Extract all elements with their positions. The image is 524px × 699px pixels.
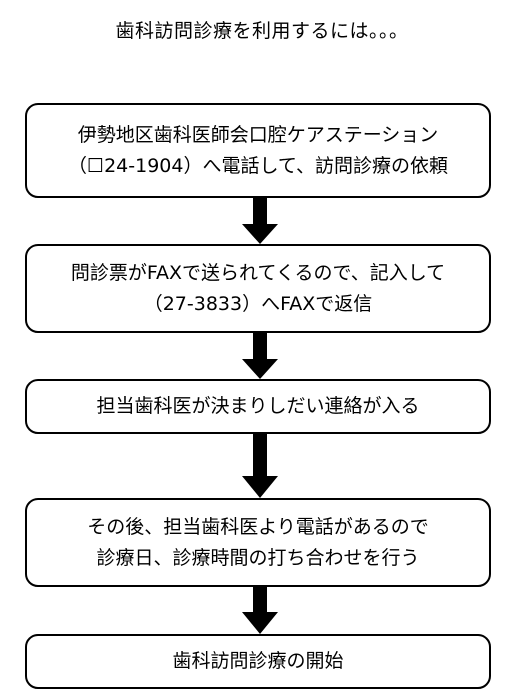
flow-step-dentist-assigned: 担当歯科医が決まりしだい連絡が入る [25,379,491,434]
down-arrow-icon [242,434,278,498]
step-text-line: その後、担当歯科医より電話があるので [87,515,429,538]
flow-step-schedule-appointment: その後、担当歯科医より電話があるので 診療日、診療時間の打ち合わせを行う [25,498,491,587]
down-arrow-icon [242,333,278,379]
step-text-line: （☐24‐1904）へ電話して、訪問診療の依頼 [68,154,448,177]
flow-step-start-visit: 歯科訪問診療の開始 [25,634,491,689]
flow-step-fax-questionnaire: 問診票がFAXで送られてくるので、記入して （27‐3833）へFAXで返信 [25,244,491,333]
step-text-line: 問診票がFAXで送られてくるので、記入して [70,261,446,284]
step-text-line: 診療日、診療時間の打ち合わせを行う [96,546,420,569]
step-text-line: 歯科訪問診療の開始 [172,650,344,672]
step-text-line: （27‐3833）へFAXで返信 [143,292,373,315]
down-arrow-icon [242,198,278,244]
step-text-line: 担当歯科医が決まりしだい連絡が入る [96,395,420,417]
flow-step-request-visit: 伊勢地区歯科医師会口腔ケアステーション （☐24‐1904）へ電話して、訪問診療… [25,103,491,198]
page-title: 歯科訪問診療を利用するには。。。 [115,20,409,42]
step-text-line: 伊勢地区歯科医師会口腔ケアステーション [77,123,439,146]
down-arrow-icon [242,587,278,634]
